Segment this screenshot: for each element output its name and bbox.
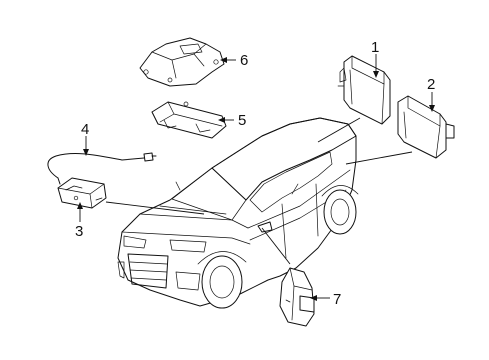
callout-4: 4	[81, 121, 89, 138]
callout-6: 6	[240, 52, 248, 69]
callout-5: 5	[238, 112, 246, 129]
leader-7-car	[261, 227, 291, 265]
part-5-control-module	[151, 101, 227, 139]
callout-3: 3	[75, 223, 83, 240]
callout-2: 2	[427, 76, 435, 93]
vehicle-illustration	[117, 117, 359, 309]
leader-lines	[79, 54, 433, 299]
part-3-connector-module	[57, 177, 107, 209]
callout-labels: 1 2 3 4 5 6 7	[75, 39, 435, 308]
callout-7: 7	[333, 291, 341, 308]
part-7-sensor-unit	[279, 267, 315, 327]
part-6-mounting-bracket	[139, 37, 225, 87]
part-1-control-unit	[337, 55, 391, 125]
callout-1: 1	[371, 39, 379, 56]
leader-1-car	[317, 117, 361, 143]
leader-3-car	[105, 201, 205, 215]
part-2-control-unit	[397, 95, 455, 159]
arrowheads	[77, 57, 435, 301]
part-4-antenna-cable	[47, 152, 157, 185]
leader-2-car	[345, 151, 413, 165]
